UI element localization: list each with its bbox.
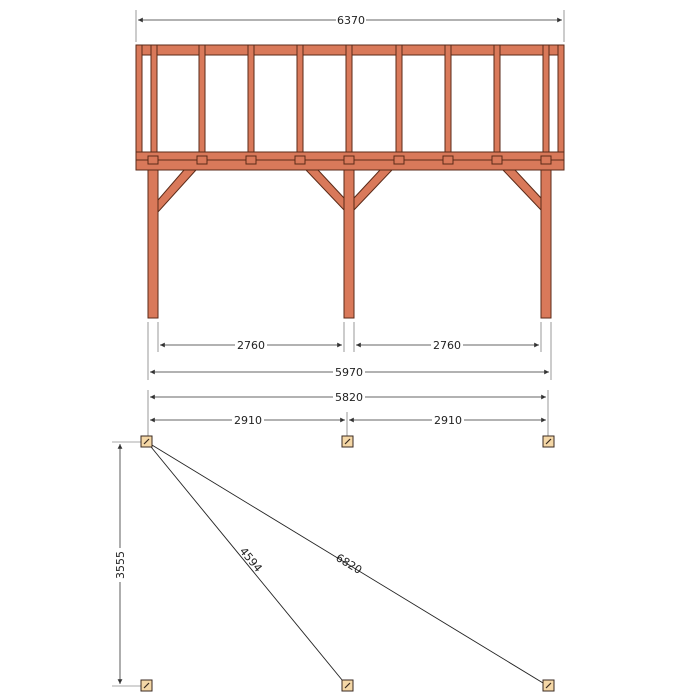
front-elevation xyxy=(135,44,565,319)
post-left xyxy=(147,169,159,319)
dimension-label-footing-left: 2910 xyxy=(234,414,262,427)
square-footing-icon xyxy=(140,435,153,448)
square-footing-icon xyxy=(341,679,354,692)
dimension-footings: 5820 2910 2910 xyxy=(147,390,549,438)
dimension-label-post-outer: 5970 xyxy=(335,366,363,379)
dimension-spans: 2760 2760 xyxy=(157,322,542,352)
footing-plan: 3555 4594 6820 xyxy=(112,435,555,692)
dimension-label-overall: 6370 xyxy=(337,14,365,27)
dimension-label-diagonal-long: 6820 xyxy=(333,551,364,577)
dimension-label-span-right: 2760 xyxy=(433,339,461,352)
vertical-slats xyxy=(135,44,565,171)
dimension-label-depth: 3555 xyxy=(114,551,127,579)
square-footing-icon xyxy=(140,679,153,692)
square-footing-icon xyxy=(542,435,555,448)
post-middle xyxy=(343,169,355,319)
knee-braces xyxy=(157,169,542,214)
square-footing-icon xyxy=(542,679,555,692)
dimension-post-outer: 5970 xyxy=(147,322,552,380)
post-right xyxy=(540,169,552,319)
square-footing-icon xyxy=(341,435,354,448)
dimension-label-footing-right: 2910 xyxy=(434,414,462,427)
dimension-label-span-left: 2760 xyxy=(237,339,265,352)
joist-ends xyxy=(147,155,552,165)
dimension-label-diagonal-short: 4594 xyxy=(237,545,265,575)
dimension-overall-width: 6370 xyxy=(135,10,565,42)
dimension-label-footing-total: 5820 xyxy=(335,391,363,404)
